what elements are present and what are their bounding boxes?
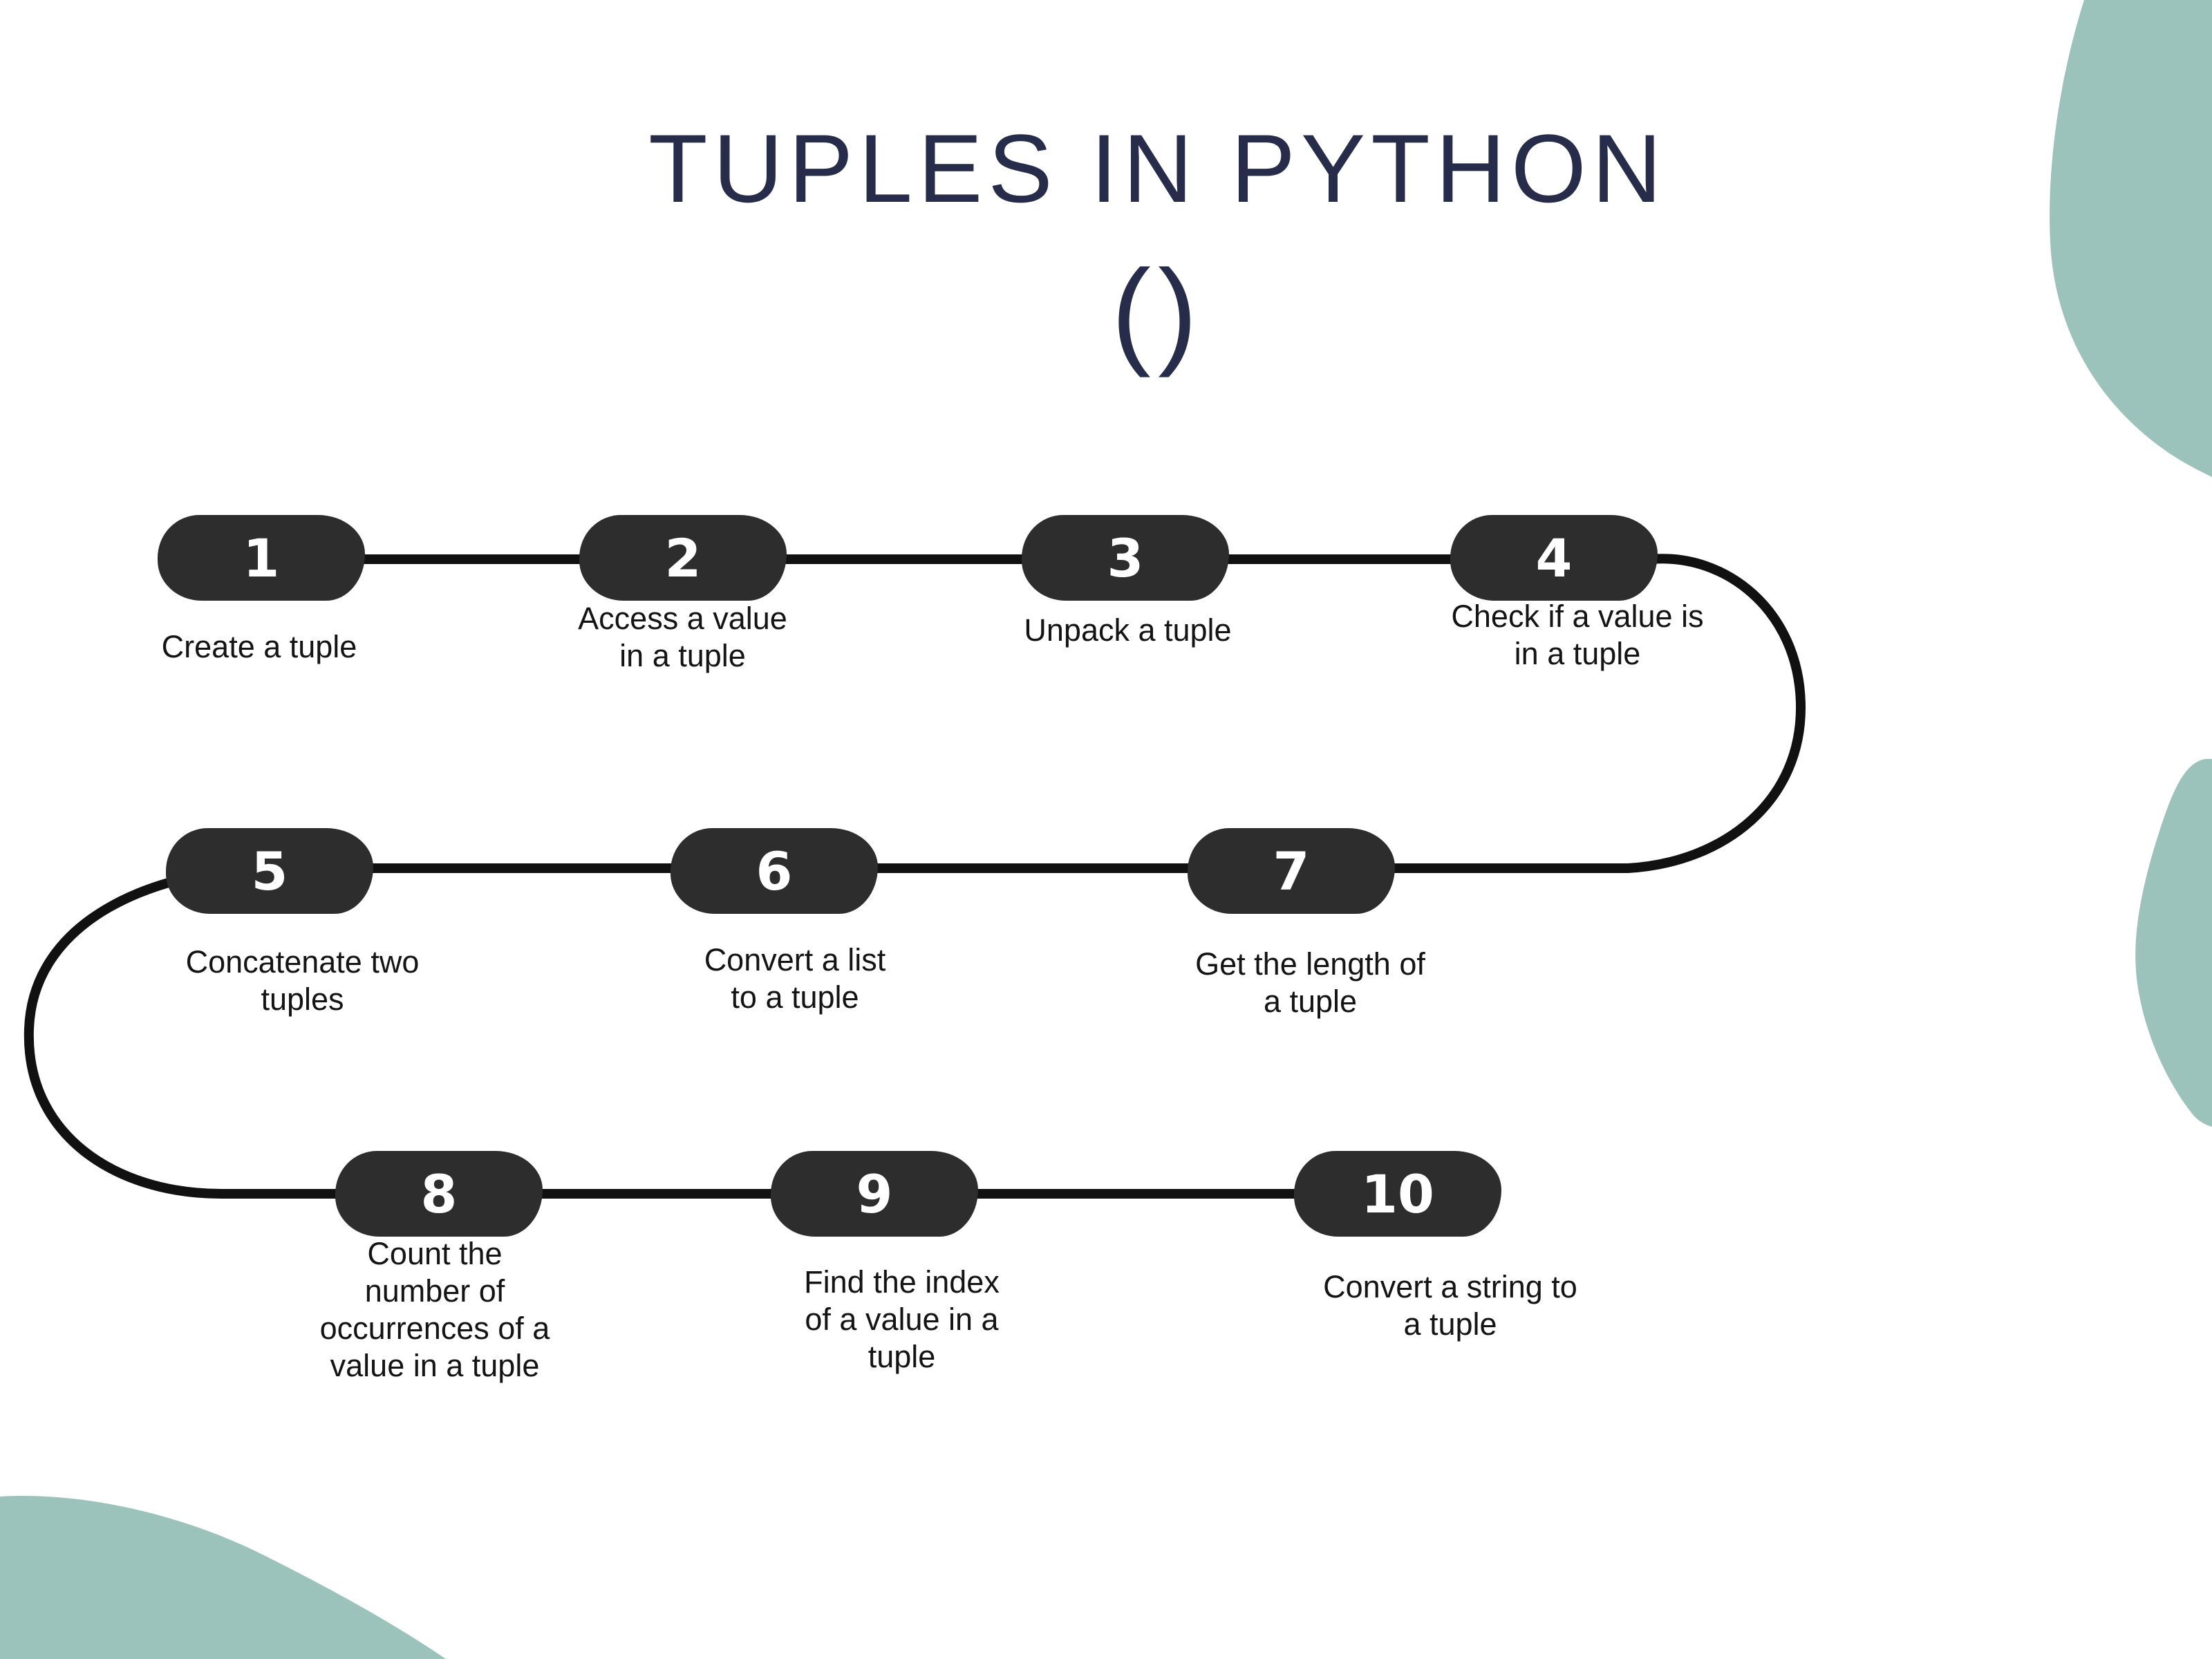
- step-number: 6: [756, 840, 793, 902]
- step-2: 2 Access a value in a tuple: [515, 515, 850, 796]
- step-label: Unpack a tuple: [1024, 612, 1232, 648]
- step-number-badge: 9: [771, 1151, 978, 1237]
- decorative-blob-right-middle: [2135, 758, 2212, 1127]
- step-number: 5: [251, 840, 288, 902]
- step-number-badge: 10: [1294, 1151, 1501, 1237]
- step-number: 2: [664, 527, 702, 589]
- step-10: 10 Convert a string to a tuple: [1264, 1151, 1637, 1452]
- step-4: 4 Check if a value is in a tuple: [1416, 515, 1739, 795]
- title-block: TUPLES IN PYTHON (): [52, 118, 2212, 371]
- step-number: 4: [1535, 527, 1573, 589]
- step-number: 3: [1107, 527, 1144, 589]
- step-9: 9 Find the index of a value in a tuple: [720, 1151, 1083, 1472]
- step-number-badge: 8: [335, 1151, 543, 1237]
- step-number-badge: 2: [579, 515, 787, 601]
- tuple-parentheses-symbol: (): [1111, 245, 1205, 378]
- step-number-badge: 6: [671, 828, 878, 914]
- step-number-badge: 5: [166, 828, 373, 914]
- step-label: Find the index of a value in a tuple: [804, 1264, 1000, 1374]
- step-8: 8 Count the number of occurrences of a v…: [265, 1151, 604, 1455]
- step-number: 8: [420, 1163, 458, 1225]
- step-label: Convert a string to a tuple: [1323, 1269, 1577, 1342]
- page-title: TUPLES IN PYTHON: [648, 114, 1667, 223]
- step-number: 7: [1273, 840, 1310, 902]
- step-number: 1: [243, 527, 280, 589]
- step-label: Check if a value is in a tuple: [1451, 599, 1704, 671]
- step-label: Get the length of a tuple: [1195, 946, 1425, 1019]
- step-number: 10: [1361, 1163, 1434, 1225]
- step-number-badge: 1: [158, 515, 365, 601]
- step-5: 5 Concatenate two tuples: [118, 828, 487, 1138]
- step-label: Access a value in a tuple: [578, 601, 787, 673]
- step-number-badge: 7: [1188, 828, 1395, 914]
- decorative-blob-top-right: [2050, 0, 2212, 477]
- step-7: 7 Get the length of a tuple: [1125, 828, 1495, 1141]
- step-label: Count the number of occurrences of a val…: [319, 1236, 550, 1383]
- step-6: 6 Convert a list to a tuple: [608, 828, 982, 1138]
- decorative-blob-bottom-left: [0, 1496, 446, 1659]
- step-1: 1 Create a tuple: [93, 515, 425, 802]
- step-3: 3 Unpack a tuple: [959, 515, 1296, 796]
- step-number-badge: 4: [1450, 515, 1658, 601]
- step-number-badge: 3: [1022, 515, 1229, 601]
- step-number: 9: [856, 1163, 893, 1225]
- step-label: Create a tuple: [161, 629, 357, 664]
- step-label: Convert a list to a tuple: [704, 942, 886, 1015]
- step-label: Concatenate two tuples: [185, 944, 420, 1017]
